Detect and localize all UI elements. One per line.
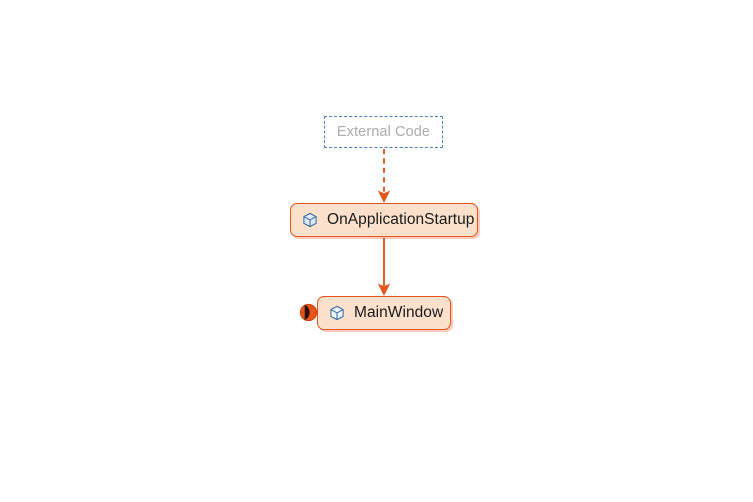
cube-icon — [330, 305, 344, 321]
node-external-code[interactable]: External Code — [324, 116, 443, 148]
current-instruction-marker-icon[interactable] — [299, 303, 318, 322]
cube-icon — [303, 212, 317, 228]
node-on-application-startup-label: OnApplicationStartup — [327, 211, 475, 228]
node-on-application-startup[interactable]: OnApplicationStartup — [290, 203, 478, 237]
node-external-code-label: External Code — [336, 124, 431, 140]
node-main-window-label: MainWindow — [354, 304, 444, 321]
node-main-window[interactable]: MainWindow — [317, 296, 451, 330]
